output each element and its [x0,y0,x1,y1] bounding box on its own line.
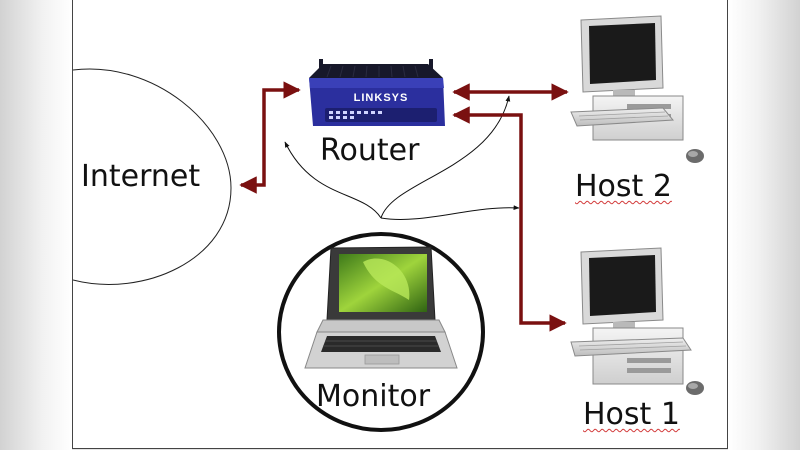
host2-label-text: Host 2 [575,169,672,204]
left-backdrop [0,0,72,450]
host1-label: Host 1 [583,400,680,430]
internet-cloud [73,68,232,285]
link-router-host1 [452,106,567,332]
router-icon: LINKSYS [309,59,445,126]
slide: LINKSYS [72,0,728,449]
host2-computer-icon [570,15,704,163]
host1-label-text: Host 1 [583,397,680,432]
router-label: Router [320,133,420,168]
host2-label: Host 2 [575,172,672,202]
right-backdrop [728,0,800,450]
monitor-label: Monitor [316,379,431,414]
network-links [239,81,569,332]
monitor-node [277,232,485,432]
monitor-circle [277,232,485,432]
router-brand: LINKSYS [354,92,409,104]
internet-label: Internet [81,159,201,194]
host1-computer-icon [570,247,704,395]
network-diagram: LINKSYS [73,15,704,432]
laptop-icon [304,246,458,369]
link-internet-router [239,81,301,194]
